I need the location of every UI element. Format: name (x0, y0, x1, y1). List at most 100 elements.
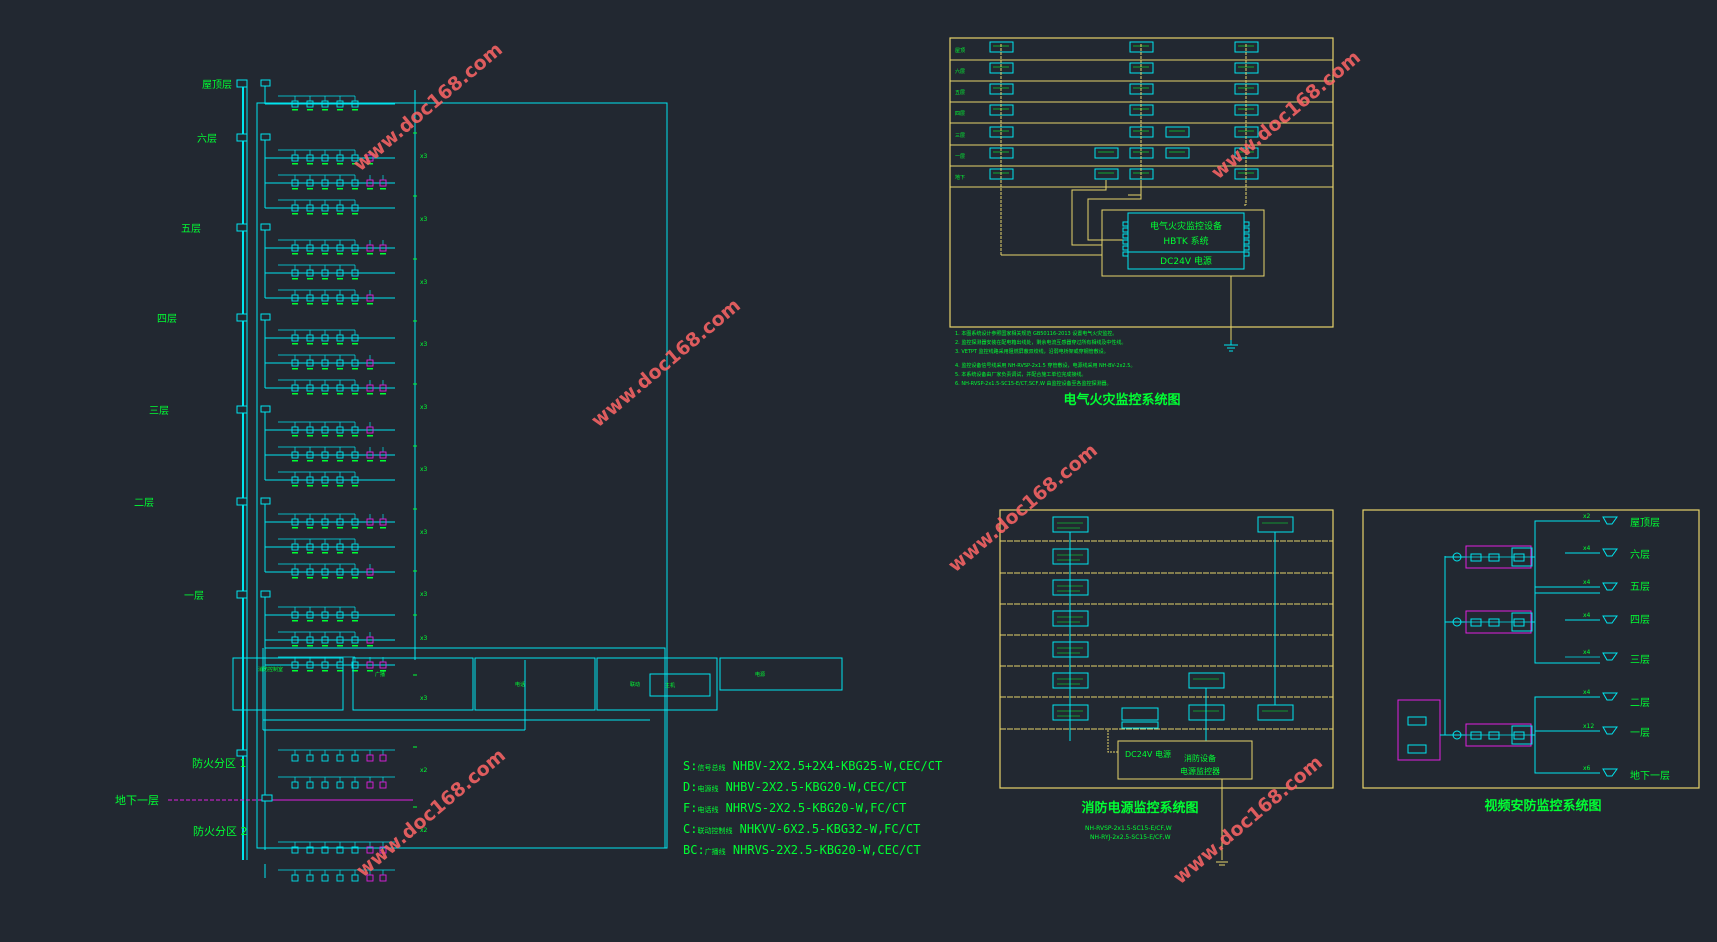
alarm-device (336, 781, 344, 789)
video-switch-group (1445, 723, 1534, 747)
floor-junction-box (236, 405, 248, 414)
video-switch-group (1445, 545, 1534, 569)
alarm-device (321, 384, 329, 392)
fp-controller-line2: 消防设备 (1184, 753, 1216, 763)
floor-module (260, 590, 271, 598)
alarm-device (366, 661, 374, 669)
fp-controller-line3: 电源监控器 (1180, 766, 1220, 776)
alarm-device (321, 179, 329, 187)
video-title: 视频安防监控系统图 (1484, 798, 1601, 814)
camera-count: x4 (1583, 649, 1591, 656)
ef-controller: 电气火灾监控设备 HBTK 系统 DC24V 电源 (1101, 209, 1265, 277)
alarm-device (321, 269, 329, 277)
alarm-device (291, 334, 299, 342)
floor-junction-box (236, 133, 248, 142)
ef-detector (1165, 126, 1190, 138)
alarm-device (336, 636, 344, 644)
electric-fire-title: 电气火灾监控系统图 (1063, 392, 1180, 408)
basement-device-row (264, 771, 395, 789)
alarm-device (351, 359, 359, 367)
alarm-device (306, 661, 314, 669)
alarm-device (291, 426, 299, 434)
alarm-device (321, 100, 329, 108)
fp-row (1000, 579, 1333, 605)
alarm-device (306, 451, 314, 459)
svg-text:主机: 主机 (665, 682, 675, 689)
ef-controller-line2: HBTK 系统 (1163, 235, 1208, 247)
alarm-device (366, 179, 374, 187)
alarm-device (351, 518, 359, 526)
fire-power-monitoring-diagram: DC24V 电源 消防设备 电源监控器 消防电源监控系统图 NH-RVSP-2x… (999, 509, 1334, 866)
alarm-device (291, 636, 299, 644)
alarm-device (366, 451, 374, 459)
riser-floor: 六层 (197, 133, 395, 215)
branch-count: x3 (420, 153, 428, 160)
alarm-device (336, 204, 344, 212)
ef-row-label: 五层 (955, 90, 965, 96)
control-room-equipment: 消防控制室 广播 电话 联动 主机 电源 (232, 648, 843, 731)
video-floor-label: 二层 (1630, 697, 1650, 709)
riser-floor-label: 一层 (184, 590, 204, 602)
riser-floor-label: 六层 (197, 133, 217, 145)
ef-controller-line3: DC24V 电源 (1160, 255, 1212, 267)
alarm-device (336, 543, 344, 551)
alarm-device (321, 154, 329, 162)
camera-icon (1602, 516, 1618, 525)
alarm-device (321, 518, 329, 526)
alarm-device (306, 179, 314, 187)
video-floor-label: 五层 (1630, 581, 1650, 593)
alarm-device (291, 179, 299, 187)
legend-line: F:电话线 NHRVS-2X2.5-KBG20-W,FC/CT (683, 801, 906, 815)
alarm-device (321, 426, 329, 434)
ef-row-label: 四层 (955, 111, 965, 117)
alarm-device (351, 874, 359, 882)
alarm-device (306, 568, 314, 576)
alarm-device (351, 781, 359, 789)
fp-row (1000, 516, 1333, 542)
alarm-device (336, 451, 344, 459)
alarm-device (366, 636, 374, 644)
svg-text:联动: 联动 (630, 681, 640, 688)
camera-icon (1602, 582, 1618, 591)
camera-icon (1602, 615, 1618, 624)
alarm-device (306, 611, 314, 619)
alarm-device (336, 611, 344, 619)
floor-module (260, 405, 271, 413)
alarm-device (336, 426, 344, 434)
ef-row-label: 屋顶 (955, 48, 965, 54)
alarm-device (336, 294, 344, 302)
alarm-device (321, 359, 329, 367)
camera-icon (1602, 726, 1618, 735)
alarm-device (379, 754, 387, 762)
branch-count: x2 (420, 827, 428, 834)
alarm-device (306, 294, 314, 302)
alarm-device (366, 384, 374, 392)
floor-module (260, 497, 271, 505)
alarm-device (291, 204, 299, 212)
alarm-device (366, 781, 374, 789)
floor-module (260, 133, 271, 141)
legend-cn: 信号总线 (697, 763, 725, 772)
alarm-device (291, 781, 299, 789)
legend-code: F: (683, 801, 697, 815)
alarm-device (291, 294, 299, 302)
fp-controller-line1: DC24V 电源 (1125, 749, 1171, 759)
alarm-device (321, 661, 329, 669)
camera-count: x4 (1583, 612, 1591, 619)
alarm-device (306, 636, 314, 644)
riser-floor: 五层 (181, 223, 395, 305)
alarm-device (291, 100, 299, 108)
alarm-device (336, 476, 344, 484)
alarm-device (321, 611, 329, 619)
camera-icon (1602, 652, 1618, 661)
alarm-device (321, 244, 329, 252)
alarm-device (366, 244, 374, 252)
alarm-device (321, 543, 329, 551)
legend-spec: NHBV-2X2.5-KBG20-W,CEC/CT (718, 780, 906, 794)
legend-code: D: (683, 780, 697, 794)
watermark-1: www.doc168.com (349, 38, 507, 175)
ef-detector (1094, 147, 1119, 159)
